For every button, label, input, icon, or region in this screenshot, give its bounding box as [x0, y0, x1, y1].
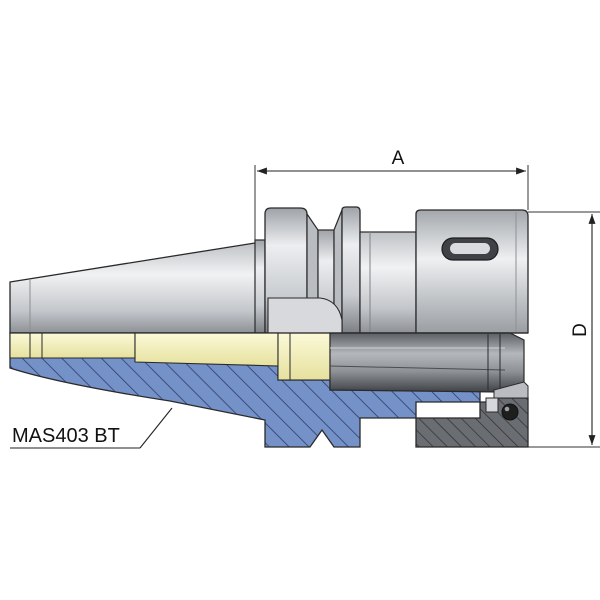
retaining-ball [501, 403, 519, 421]
retaining-ball-highlight [504, 406, 510, 412]
section-body [9, 332, 481, 448]
flange-section-curve [267, 297, 343, 334]
body-neck [359, 231, 417, 334]
nut-slot-inner [450, 243, 490, 254]
bore-pull-stud-section [9, 332, 136, 359]
taper-neck [254, 239, 266, 334]
dim-d-label: D [570, 323, 591, 337]
clamping-nut [415, 209, 529, 334]
callout-leader [139, 407, 173, 449]
collet [329, 332, 525, 393]
bore-ring [277, 332, 331, 381]
nut-insert [485, 397, 499, 413]
collet-line-2 [329, 365, 506, 371]
taper-shank [9, 242, 263, 334]
nut-lip [493, 381, 529, 399]
flange-right [341, 206, 361, 334]
bore-section [134, 332, 279, 367]
dim-a-label: A [392, 148, 405, 169]
callout-label: MAS403 BT [12, 425, 120, 447]
